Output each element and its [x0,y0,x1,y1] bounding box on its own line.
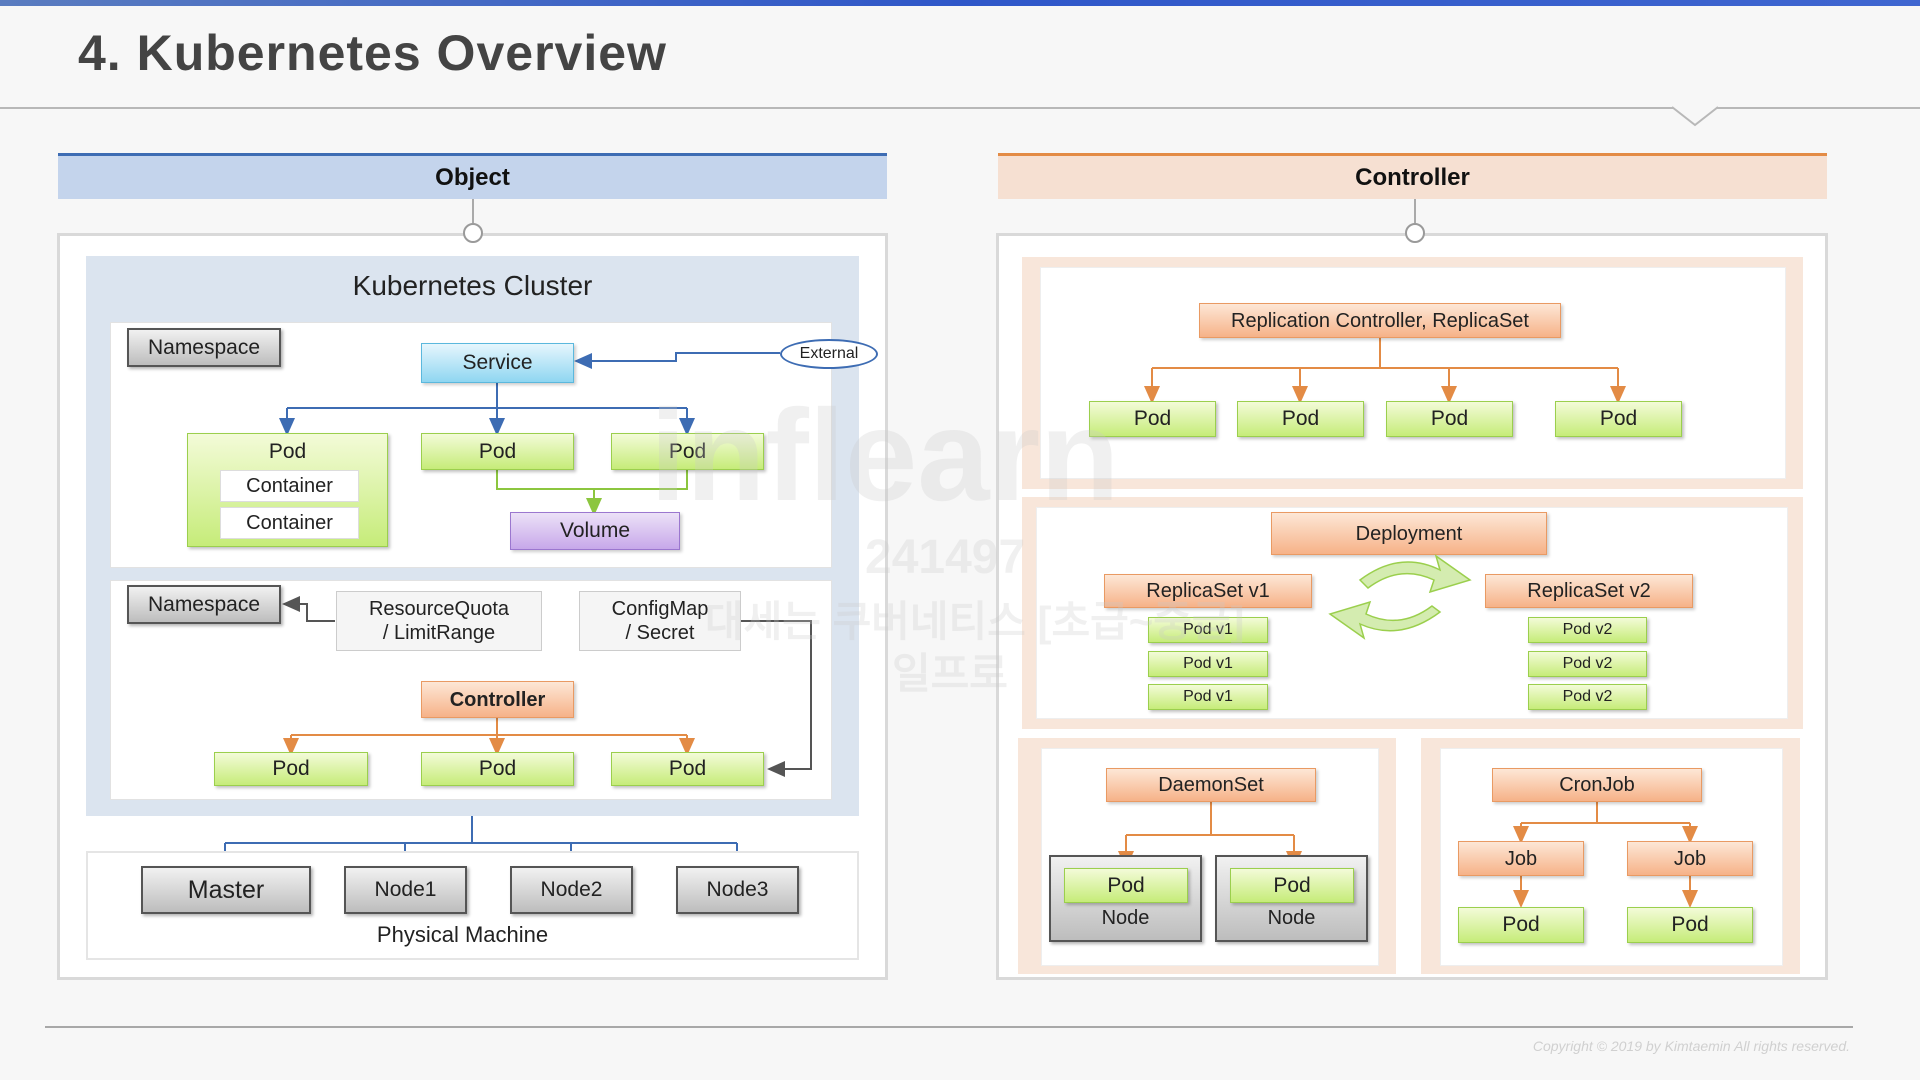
watermark-author: 일프로 [892,650,1008,697]
object-header: Object [58,153,887,199]
physical-machine-label: Physical Machine [376,922,549,947]
page-title: 4. Kubernetes Overview [78,25,667,81]
job-pod: Pod [1458,907,1584,943]
namespace-2: Namespace [127,585,281,624]
top-accent-bar [0,0,1920,6]
job-box: Job [1627,841,1753,876]
daemonset-pod: Pod [1230,868,1354,903]
divider-notch-icon [1671,106,1719,127]
controller-connector-knob [1405,223,1425,243]
configmap-label: ConfigMap [611,598,709,620]
replicaset-v2: ReplicaSet v2 [1485,574,1693,608]
configmap-box: ConfigMap / Secret [579,591,741,651]
container-2: Container [220,507,359,539]
replicaset-v1: ReplicaSet v1 [1104,574,1312,608]
worker-node: Node1 [344,866,467,914]
replicaset-pod: Pod [1237,401,1364,437]
controller-pod: Pod [214,752,368,786]
resource-quota-label: ResourceQuota [368,598,510,620]
job-pod: Pod [1627,907,1753,943]
copyright-text: Copyright © 2019 by Kimtaemin All rights… [1532,1038,1850,1054]
cronjob-box: CronJob [1492,768,1702,802]
pod-label: Pod [268,440,307,463]
watermark-brand: inflearn [650,382,1120,528]
worker-node: Node2 [510,866,633,914]
daemonset-box: DaemonSet [1106,768,1316,802]
object-connector-knob [463,223,483,243]
external-ellipse: External [780,339,878,369]
replicaset-pod: Pod [1089,401,1216,437]
daemonset-node-label: Node [1101,907,1150,929]
container-1: Container [220,470,359,502]
controller-header-connector [1414,199,1416,223]
daemonset-node-label: Node [1267,907,1316,929]
controller-box: Controller [421,681,574,718]
secret-label: / Secret [625,622,695,644]
footer-divider [45,1026,1853,1028]
pod-v2: Pod v2 [1528,684,1647,710]
service-box: Service [421,343,574,383]
pod-box: Pod [611,433,764,470]
controller-header: Controller [998,153,1827,199]
watermark-course: 대세는 쿠버네티스 [초급~중급] [705,598,1245,645]
watermark-id: 241497 [865,531,1026,584]
worker-node: Node3 [676,866,799,914]
pod-box: Pod [421,433,574,470]
rolling-update-cycle-icon [1328,554,1472,640]
replicaset-box: Replication Controller, ReplicaSet [1199,303,1561,338]
limit-range-label: / LimitRange [382,622,496,644]
controller-pod: Pod [421,752,574,786]
pod-v1: Pod v1 [1148,684,1268,710]
title-divider [0,107,1920,109]
pod-v1: Pod v1 [1148,651,1268,677]
pod-v2: Pod v2 [1528,617,1647,643]
daemonset-pod: Pod [1064,868,1188,903]
object-header-connector [472,199,474,223]
namespace-1: Namespace [127,328,281,367]
replication-inner [1040,267,1786,479]
controller-pod: Pod [611,752,764,786]
replicaset-pod: Pod [1386,401,1513,437]
resource-quota-box: ResourceQuota / LimitRange [336,591,542,651]
pod-v1: Pod v1 [1148,617,1268,643]
master-node: Master [141,866,311,914]
volume-box: Volume [510,512,680,550]
replicaset-pod: Pod [1555,401,1682,437]
cluster-title: Kubernetes Cluster [352,270,593,301]
pod-v2: Pod v2 [1528,651,1647,677]
job-box: Job [1458,841,1584,876]
deployment-box: Deployment [1271,512,1547,555]
